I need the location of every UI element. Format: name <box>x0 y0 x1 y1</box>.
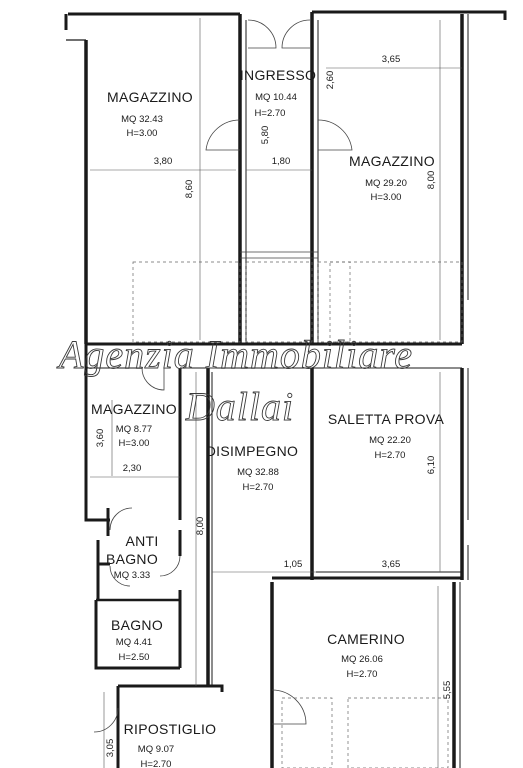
room-area: MQ 4.41 <box>116 637 152 648</box>
room-ripostiglio: RIPOSTIGLIO MQ 9.07 H=2.70 <box>124 721 217 768</box>
room-camerino: CAMERINO MQ 26.06 H=2.70 <box>327 631 405 680</box>
room-height: H=3.00 <box>127 128 158 139</box>
room-name: CAMERINO <box>327 631 405 647</box>
dimension-label: 8,00 <box>195 517 206 536</box>
room-name-line2: BAGNO <box>106 551 158 567</box>
room-name: BAGNO <box>111 617 163 633</box>
dimension-labels: 2,60 3,65 5,80 3,80 1,80 8,60 8,00 3,60 … <box>95 54 453 757</box>
dimension-label: 8,00 <box>426 171 437 190</box>
watermark: Agenzia Immobiliare Dallai <box>55 332 413 430</box>
doors <box>93 19 353 733</box>
room-height: H=3.00 <box>119 438 150 449</box>
dimension-label: 1,80 <box>272 156 291 167</box>
watermark-line2: Dallai <box>185 384 294 429</box>
room-magazzino-1: MAGAZZINO MQ 32.43 H=3.00 <box>107 89 193 139</box>
dimension-label: 2,60 <box>325 71 336 90</box>
room-ingresso: INGRESSO MQ 10.44 H=2.70 <box>240 67 316 119</box>
room-area: MQ 3.33 <box>114 570 150 581</box>
room-height: H=2.70 <box>255 108 286 119</box>
dimension-label: 3,65 <box>382 54 401 65</box>
room-name: MAGAZZINO <box>107 89 193 105</box>
dimension-label: 8,60 <box>184 180 195 199</box>
room-area: MQ 26.06 <box>341 654 383 665</box>
room-height: H=2.70 <box>141 759 172 768</box>
room-saletta-prova: SALETTA PROVA MQ 22.20 H=2.70 <box>328 411 445 461</box>
fixtures <box>132 251 463 768</box>
room-area: MQ 32.88 <box>237 467 279 478</box>
room-bagno: BAGNO MQ 4.41 H=2.50 <box>111 617 163 663</box>
room-height: H=3.00 <box>371 192 402 203</box>
watermark-line1: Agenzia Immobiliare <box>56 332 413 377</box>
room-anti-bagno: ANTI BAGNO MQ 3.33 <box>106 533 158 581</box>
dimension-lines <box>90 18 462 768</box>
room-disimpegno: DISIMPEGNO MQ 32.88 H=2.70 <box>206 443 298 493</box>
dimension-label: 1,05 <box>284 559 303 570</box>
room-magazzino-3: MAGAZZINO MQ 8.77 H=3.00 <box>91 401 177 449</box>
room-name: INGRESSO <box>240 67 316 83</box>
dimension-label: 3,60 <box>95 429 106 448</box>
room-name: MAGAZZINO <box>349 153 435 169</box>
dimension-label: 3,05 <box>105 739 116 758</box>
room-area: MQ 32.43 <box>121 114 163 125</box>
room-height: H=2.70 <box>347 669 378 680</box>
room-area: MQ 29.20 <box>365 178 407 189</box>
dimension-label: 5,55 <box>442 681 453 700</box>
room-area: MQ 22.20 <box>369 435 411 446</box>
walls <box>64 10 507 768</box>
room-height: H=2.50 <box>119 652 150 663</box>
room-name: DISIMPEGNO <box>206 443 298 459</box>
dimension-label: 5,80 <box>260 126 271 145</box>
room-name: SALETTA PROVA <box>328 411 445 427</box>
room-area: MQ 9.07 <box>138 744 174 755</box>
dimension-label: 2,30 <box>123 463 142 474</box>
room-name: RIPOSTIGLIO <box>124 721 217 737</box>
room-area: MQ 10.44 <box>255 92 297 103</box>
room-name: ANTI <box>125 533 158 549</box>
room-height: H=2.70 <box>375 450 406 461</box>
room-area: MQ 8.77 <box>116 424 152 435</box>
dimension-label: 3,65 <box>382 559 401 570</box>
room-height: H=2.70 <box>243 482 274 493</box>
dimension-label: 3,80 <box>154 156 173 167</box>
room-name: MAGAZZINO <box>91 401 177 417</box>
room-magazzino-2: MAGAZZINO MQ 29.20 H=3.00 <box>349 153 435 203</box>
dimension-label: 6,10 <box>426 456 437 475</box>
